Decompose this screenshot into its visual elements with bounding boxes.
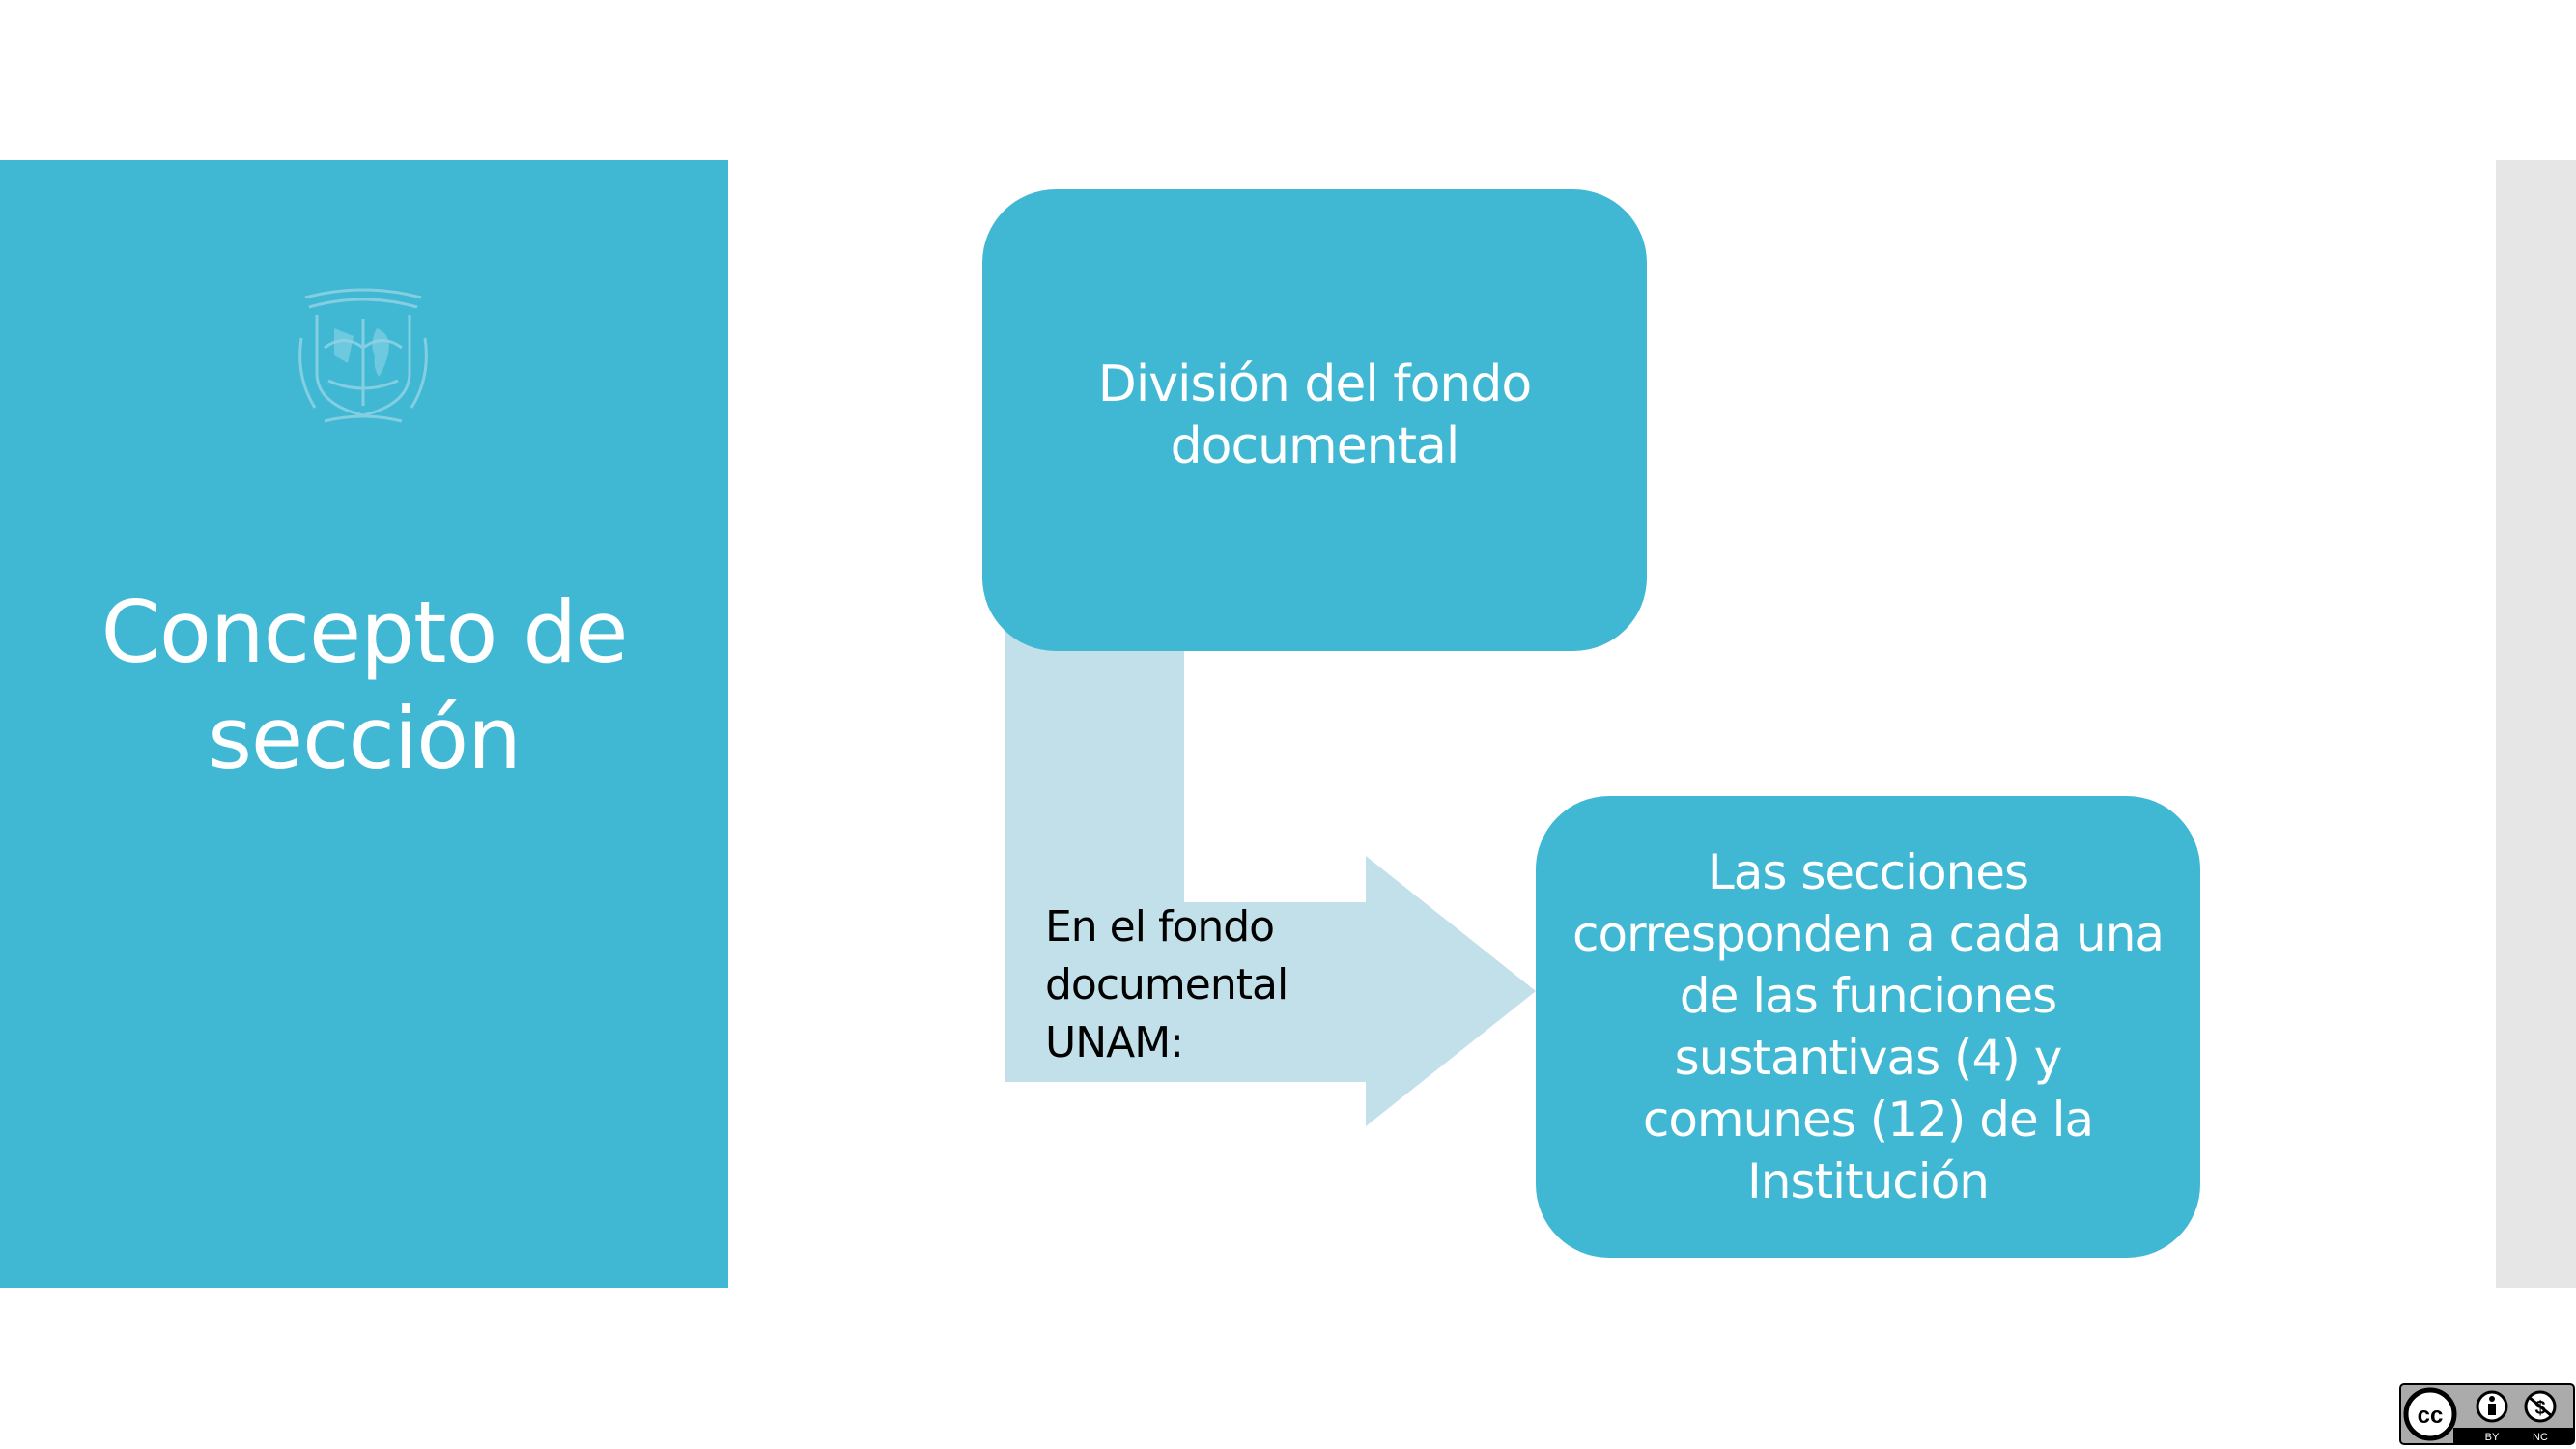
fondo-division-box: División del fondo documental — [982, 189, 1647, 651]
fondo-division-label: División del fondo documental — [1097, 355, 1532, 475]
cc-by-label: BY — [2485, 1432, 2500, 1443]
university-seal-icon — [298, 288, 428, 423]
section-title: Concepto de sección — [100, 582, 629, 788]
creative-commons-badge[interactable]: cc $ BY NC — [2399, 1383, 2575, 1445]
cc-icon — [2403, 1387, 2457, 1441]
svg-text:cc: cc — [2418, 1403, 2444, 1429]
secciones-label: Las secciones corresponden a cada una de… — [1571, 844, 2165, 1209]
cc-nc-label: NC — [2533, 1432, 2548, 1443]
arrow-label: En el fondo documental UNAM: — [1045, 902, 1288, 1067]
svg-text:$: $ — [2534, 1398, 2545, 1419]
secciones-box: Las secciones corresponden a cada una de… — [1536, 796, 2200, 1258]
arrow-shape — [1005, 609, 1536, 1126]
right-side-strip — [2496, 160, 2576, 1288]
